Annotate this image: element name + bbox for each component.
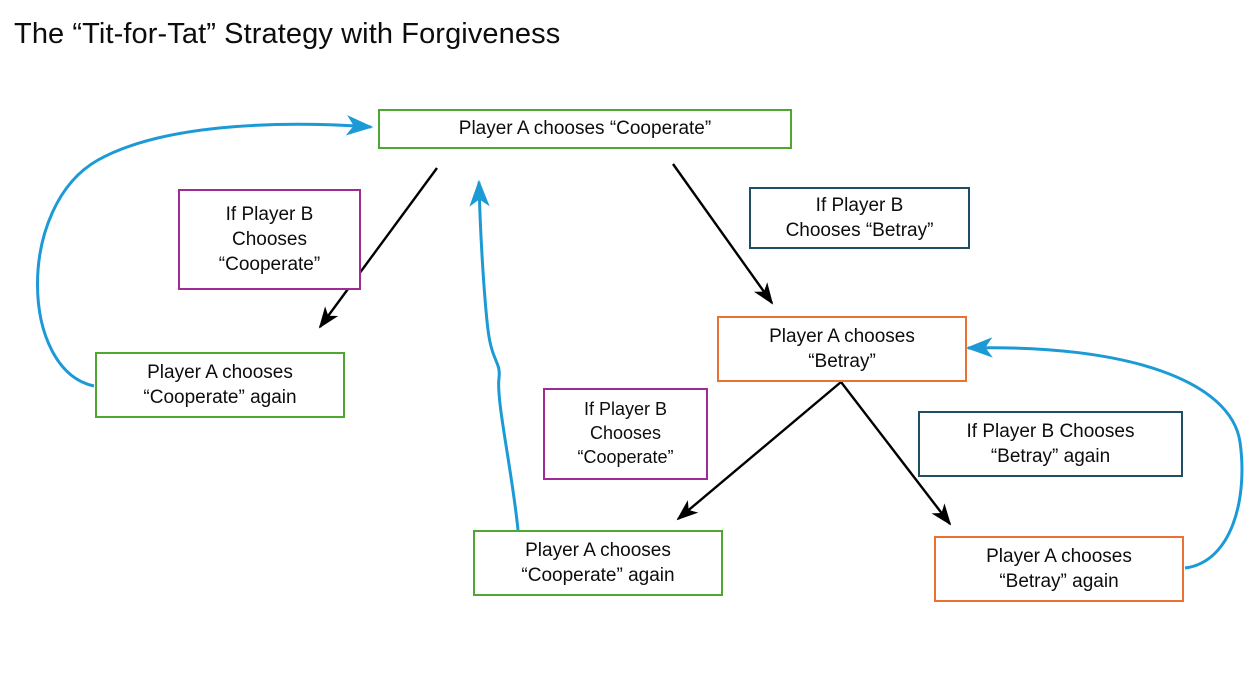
- node-b-cooperate-2[interactable]: If Player B Chooses “Cooperate”: [543, 388, 708, 480]
- node-a-cooperate-again-2[interactable]: Player A chooses “Cooperate” again: [473, 530, 723, 596]
- node-a-betray[interactable]: Player A chooses “Betray”: [717, 316, 967, 382]
- node-b-cooperate-1[interactable]: If Player B Chooses “Cooperate”: [178, 189, 361, 290]
- node-a-betray-again[interactable]: Player A chooses “Betray” again: [934, 536, 1184, 602]
- node-b-betray-2[interactable]: If Player B Chooses “Betray” again: [918, 411, 1183, 477]
- connector-loop-middle-coop-again-to-coop: [469, 179, 520, 531]
- node-b-betray-1[interactable]: If Player B Chooses “Betray”: [749, 187, 970, 249]
- page-title: The “Tit-for-Tat” Strategy with Forgiven…: [14, 18, 561, 50]
- node-a-cooperate[interactable]: Player A chooses “Cooperate”: [378, 109, 792, 149]
- node-a-cooperate-again-1[interactable]: Player A chooses “Cooperate” again: [95, 352, 345, 418]
